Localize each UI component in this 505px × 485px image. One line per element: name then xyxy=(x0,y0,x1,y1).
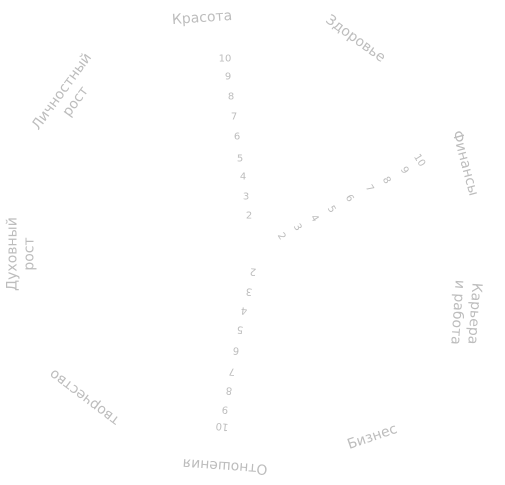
scale-tick-label: 9 xyxy=(221,403,228,415)
category-label-line: Духовный xyxy=(5,217,21,291)
scale-tick-label: 3 xyxy=(243,192,249,203)
scale-tick-label: 8 xyxy=(228,92,234,103)
scale-tick-label: 4 xyxy=(240,172,246,183)
scale-tick-label: 8 xyxy=(225,384,232,396)
category-label: Бизнес xyxy=(345,421,399,453)
category-label-line: рост xyxy=(22,237,38,270)
scale-tick-label: 2 xyxy=(275,231,288,242)
scale-tick-label: 7 xyxy=(231,112,237,123)
scale-tick-label: 4 xyxy=(240,304,247,316)
scale-tick-label: 7 xyxy=(363,183,376,194)
category-label-line: Красота xyxy=(171,8,232,28)
scale-tick-label: 7 xyxy=(228,365,235,377)
category-label: Финансы xyxy=(449,129,482,198)
scale-tick-label: 6 xyxy=(232,344,239,356)
scale-tick-label: 5 xyxy=(325,204,338,215)
category-label-line: творчество xyxy=(46,366,122,429)
scale-tick-label: 10 xyxy=(411,152,427,169)
scale-tick-label: 6 xyxy=(343,193,356,204)
scale-tick-label: 2 xyxy=(246,211,252,222)
category-label: творчество xyxy=(46,366,122,429)
category-label: Личностныйрост xyxy=(29,50,109,143)
category-label-line: и работа xyxy=(447,279,467,345)
scale-tick-label: 9 xyxy=(398,165,411,176)
category-label-line: Финансы xyxy=(449,129,482,198)
scale-tick-label: 8 xyxy=(380,175,393,186)
scale-tick-label: 5 xyxy=(236,323,243,335)
category-label-line: Бизнес xyxy=(345,421,399,453)
scale-tick-label: 5 xyxy=(237,154,243,165)
category-label: Отношения xyxy=(182,455,268,477)
category-label: Духовныйрост xyxy=(5,217,38,291)
scale-tick-label: 6 xyxy=(234,132,240,143)
scale-tick-label: 4 xyxy=(308,213,321,224)
category-label-line: Отношения xyxy=(182,455,268,477)
category-label-line: Здоровье xyxy=(322,12,388,66)
scale-tick-label: 10 xyxy=(215,420,229,432)
category-label-line: Карьера xyxy=(464,282,484,345)
category-label: Карьераи работа xyxy=(447,279,484,346)
scale-tick-label: 3 xyxy=(291,222,304,233)
category-label: Здоровье xyxy=(322,12,388,66)
scale-tick-label: 3 xyxy=(245,285,252,297)
scale-tick-label: 9 xyxy=(225,72,231,83)
category-label: Красота xyxy=(171,8,232,28)
scale-tick-label: 2 xyxy=(249,265,256,277)
scale-tick-label: 10 xyxy=(219,54,232,65)
